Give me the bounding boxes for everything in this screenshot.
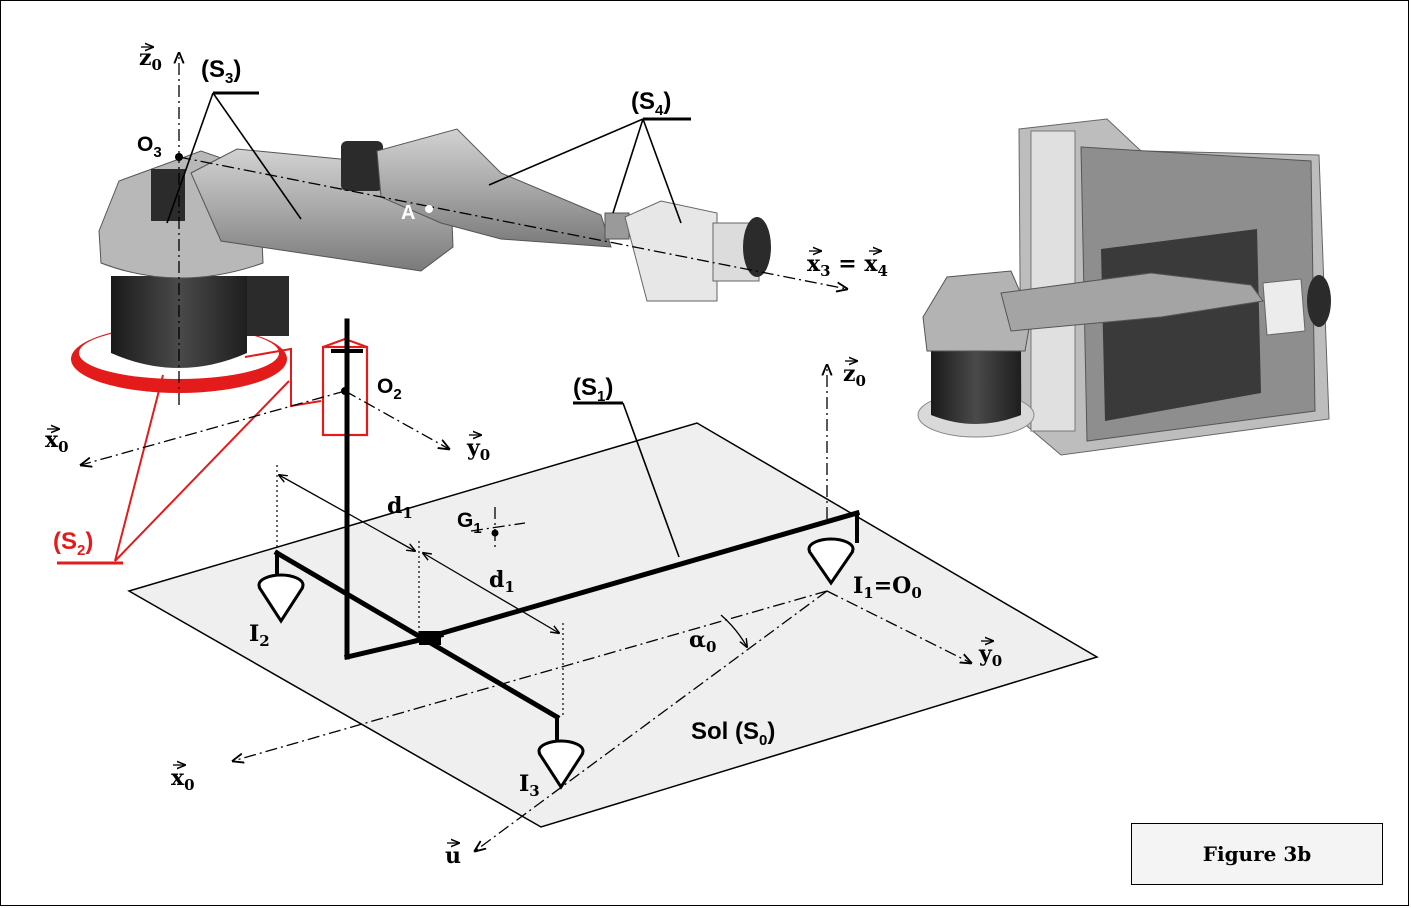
x3-x4-label: x3 = x4 (807, 251, 888, 280)
alpha0-label: α0 (689, 627, 716, 656)
machine-illustration (917, 118, 1331, 456)
u-axis (475, 590, 828, 851)
foot-i3 (537, 739, 585, 790)
o2-label: O2 (377, 375, 402, 403)
svg-text:z0: z0 (843, 361, 866, 390)
d1-dimension-bottom (423, 553, 559, 633)
z0-top-label: z0 (139, 45, 162, 74)
ground-plane (127, 422, 1099, 828)
d1-top-label: d1 (387, 493, 413, 522)
a-label: A (401, 202, 415, 224)
i3-label: I3 (519, 771, 540, 800)
u-label: u (445, 843, 461, 869)
svg-text:y0: y0 (466, 435, 490, 464)
x0-left-label: x0 (45, 427, 69, 456)
s2-body (57, 338, 369, 565)
s0-label: Sol (S0) (691, 718, 775, 749)
y0-right-label: y0 (978, 641, 1002, 670)
svg-text:u: u (445, 843, 461, 869)
s3-label: (S3) (201, 56, 241, 87)
i1-o0-label: I1=O0 (853, 573, 922, 602)
s1-frame (273, 318, 861, 743)
s4-label: (S4) (631, 88, 671, 119)
a-point (425, 205, 433, 213)
g1-point (491, 529, 499, 537)
svg-text:y0: y0 (978, 641, 1002, 670)
s1-label: (S1) (573, 374, 613, 405)
o3-label: O3 (137, 133, 162, 161)
y0-axis-mid (344, 390, 449, 449)
alpha0-arc (720, 614, 747, 647)
svg-text:x0: x0 (171, 765, 195, 794)
g1-label: G1 (457, 509, 482, 537)
i2-label: I2 (249, 621, 270, 650)
figure-caption: Figure 3b (1131, 823, 1383, 885)
svg-text:x3 = x4: x3 = x4 (807, 251, 888, 280)
svg-text:x0: x0 (45, 427, 69, 456)
x3-x4-axis (178, 156, 847, 289)
z0-right-label: z0 (843, 361, 866, 390)
d1-bottom-label: d1 (489, 567, 515, 596)
y0-axis-right (826, 590, 971, 663)
robot-arm-illustration (71, 128, 771, 393)
x0-bottom-label: x0 (171, 765, 195, 794)
x0-axis-bottom (233, 590, 828, 761)
x0-axis-left (81, 390, 346, 465)
o3-point (175, 153, 183, 161)
svg-text:z0: z0 (139, 45, 162, 74)
s2-label: (S2) (53, 528, 93, 559)
foot-i1 (807, 537, 855, 586)
foot-i2 (257, 573, 305, 624)
o2-point (341, 387, 349, 395)
y0-mid-label: y0 (466, 435, 490, 464)
